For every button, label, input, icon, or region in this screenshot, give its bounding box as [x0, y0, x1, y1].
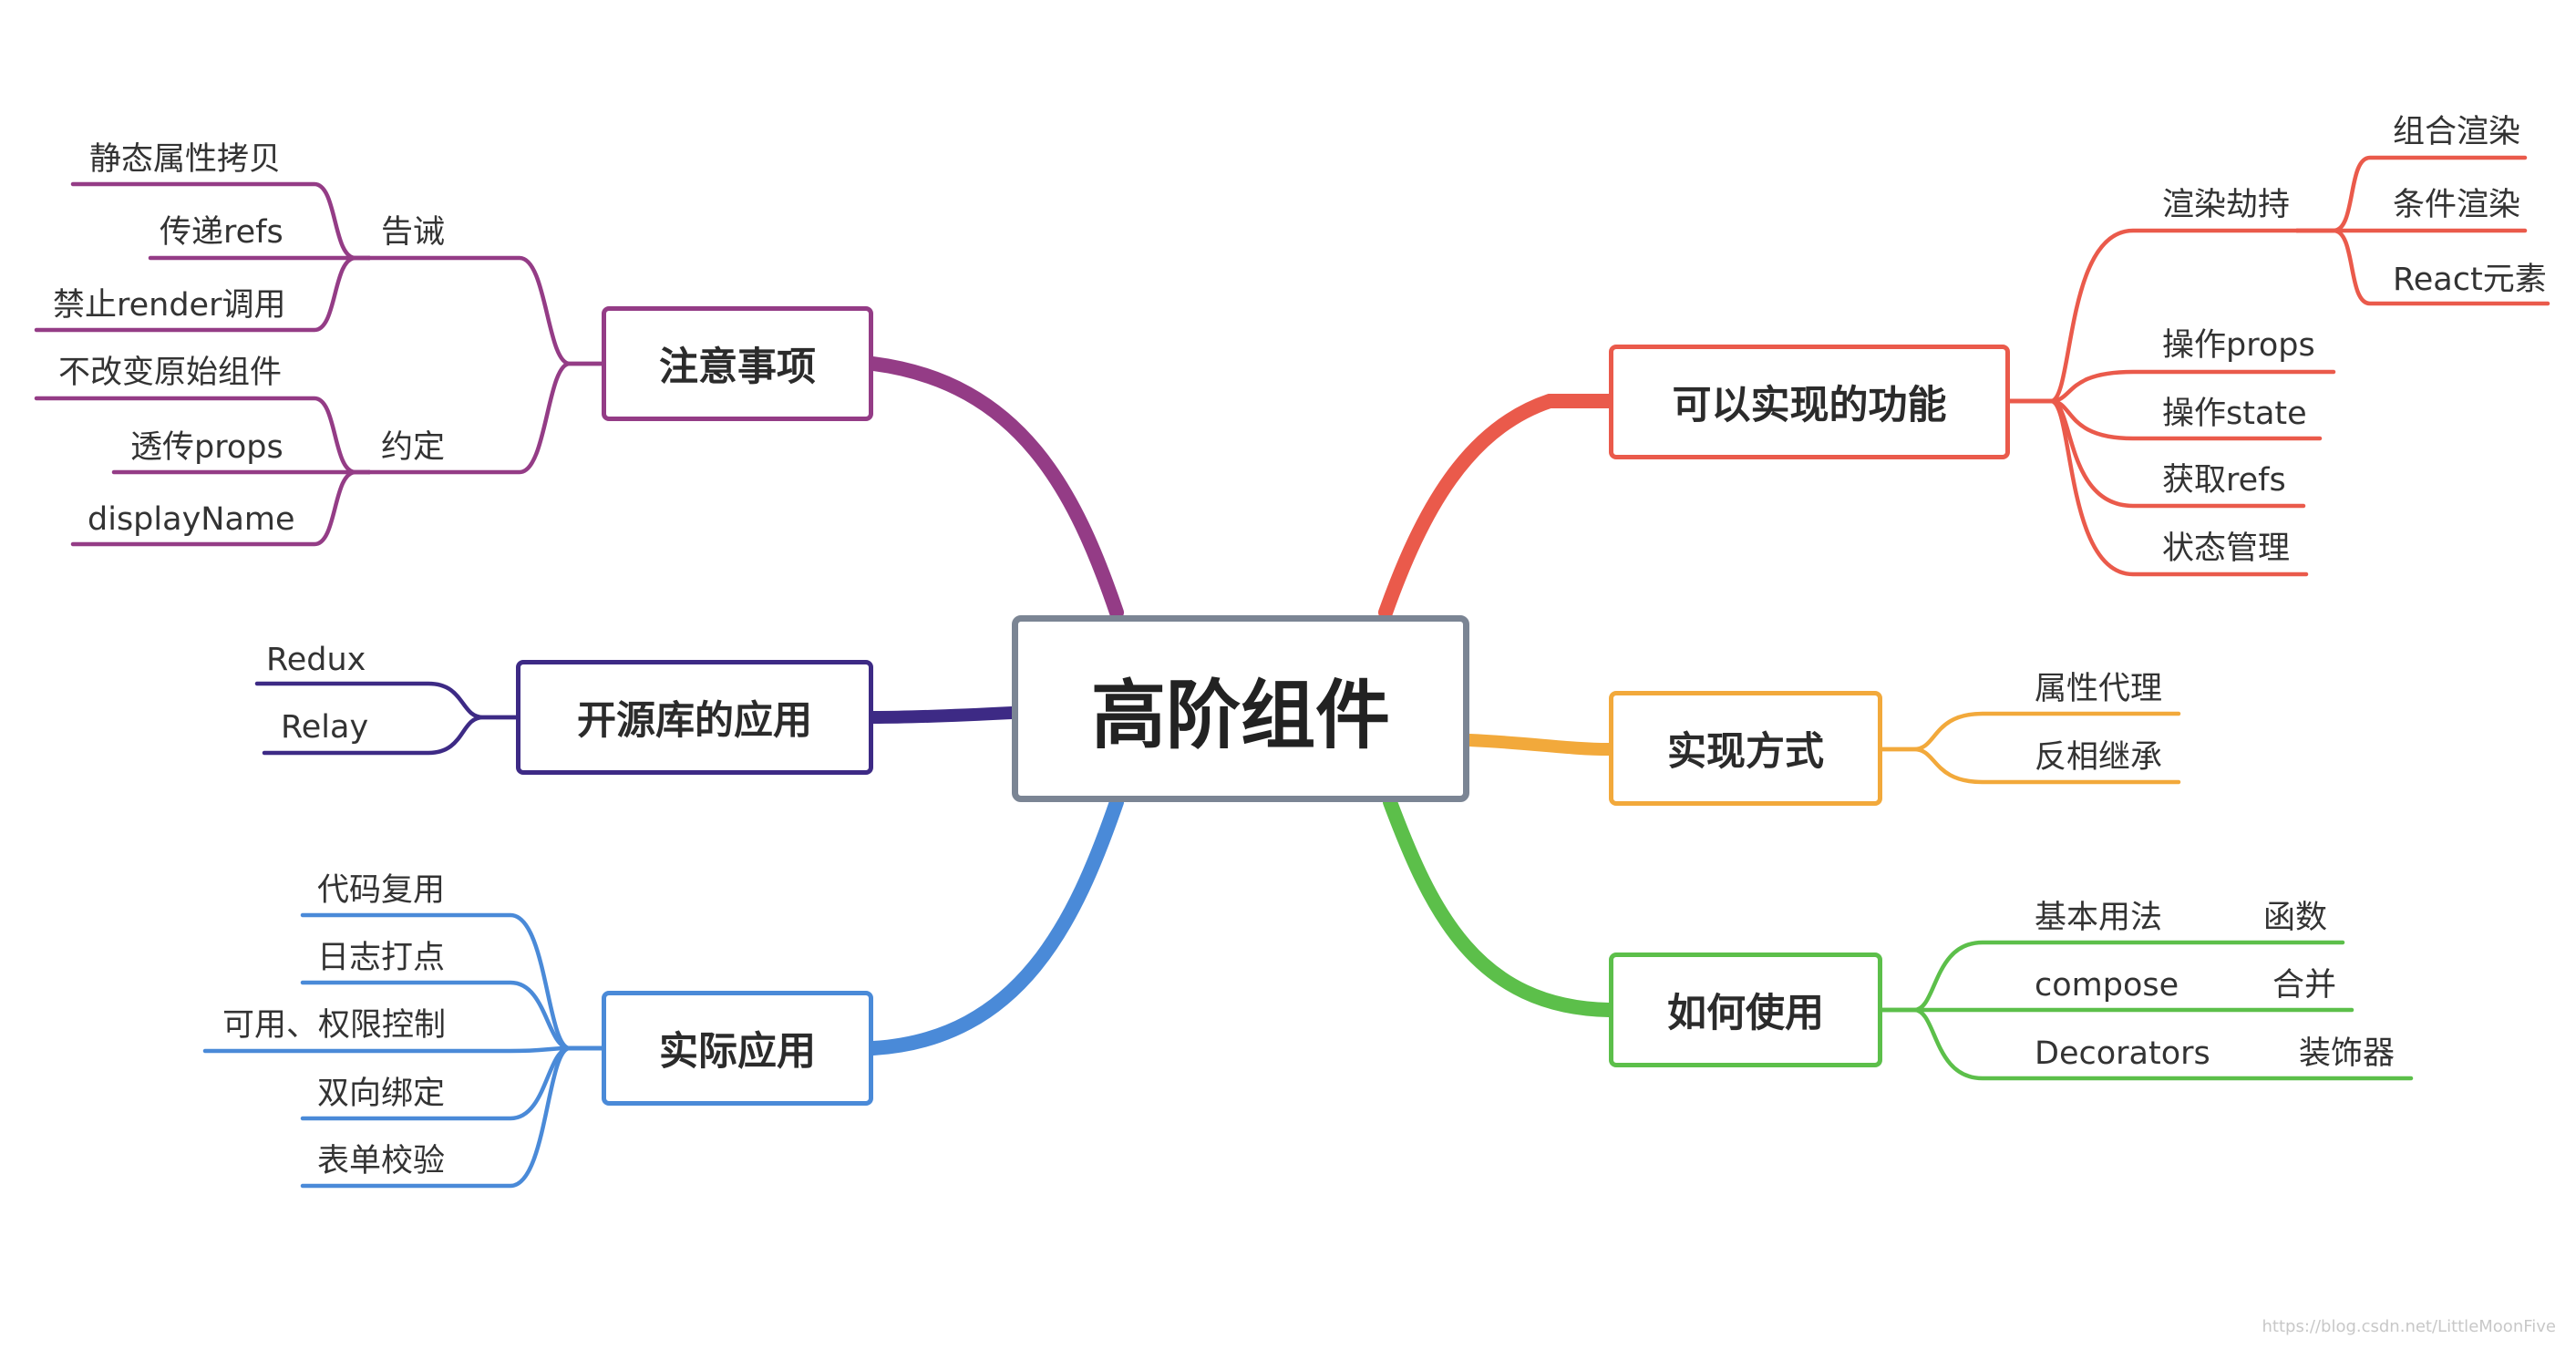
leaf-manipulate-props[interactable]: 操作props	[2162, 327, 2315, 364]
features-link-4	[2007, 398, 2309, 577]
leaf-no-mutate[interactable]: 不改变原始组件	[58, 355, 283, 391]
conventions-link-2	[70, 469, 372, 547]
leaf-logging[interactable]: 日志打点	[317, 940, 446, 976]
topic-implementation[interactable]: 实现方式	[1609, 691, 1882, 806]
root-node[interactable]: 高阶组件	[1012, 615, 1469, 802]
leaf-no-render-call[interactable]: 禁止render调用	[53, 287, 286, 324]
leaf-function[interactable]: 函数	[2263, 900, 2328, 936]
cautions-link-1	[366, 361, 604, 475]
leaf-merge[interactable]: 合并	[2272, 967, 2337, 1004]
trunk-libraries	[867, 706, 1018, 724]
trunk-implementation	[1463, 734, 1615, 756]
trunk-practical	[866, 795, 1124, 1056]
leaf-code-reuse[interactable]: 代码复用	[317, 872, 446, 909]
leaf-combined-render[interactable]: 组合渲染	[2393, 114, 2521, 150]
trunk-usage	[1383, 795, 1616, 1017]
features-link-0	[2007, 228, 2300, 404]
leaf-compose[interactable]: compose	[2035, 967, 2179, 1004]
topic-cautions[interactable]: 注意事项	[602, 306, 873, 421]
cautions-link-0	[366, 255, 604, 366]
leaf-two-way-binding[interactable]: 双向绑定	[317, 1076, 446, 1112]
topic-usage[interactable]: 如何使用	[1609, 953, 1882, 1067]
leaf-conditional-render[interactable]: 条件渲染	[2393, 187, 2521, 223]
topic-libraries[interactable]: 开源库的应用	[516, 660, 873, 775]
trunk-features	[1378, 394, 1616, 620]
leaf-state-management[interactable]: 状态管理	[2162, 530, 2291, 567]
leaf-pass-refs[interactable]: 传递refs	[160, 214, 283, 251]
libraries-link-1	[262, 715, 519, 756]
leaf-decorators[interactable]: Decorators	[2035, 1035, 2210, 1072]
usage-link-2	[1880, 1007, 2414, 1081]
leaf-props-proxy[interactable]: 属性代理	[2035, 671, 2163, 707]
practical-link-4	[300, 1045, 604, 1189]
subtopic-conventions[interactable]: 约定	[381, 429, 446, 466]
leaf-inheritance-inversion[interactable]: 反相继承	[2035, 739, 2163, 776]
leaf-react-element[interactable]: React元素	[2393, 262, 2547, 298]
leaf-form-validation[interactable]: 表单校验	[317, 1143, 446, 1179]
implementation-link-1	[1880, 747, 2181, 785]
leaf-relay[interactable]: Relay	[281, 709, 369, 746]
leaf-get-refs[interactable]: 获取refs	[2162, 462, 2286, 499]
leaf-permission[interactable]: 可用、权限控制	[222, 1007, 447, 1044]
watermark: https://blog.csdn.net/LittleMoonFive	[2262, 1317, 2557, 1336]
practical-link-2	[202, 1045, 604, 1054]
leaf-decorator-cn[interactable]: 装饰器	[2299, 1035, 2396, 1072]
trunk-cautions	[866, 356, 1124, 620]
leaf-manipulate-state[interactable]: 操作state	[2162, 396, 2307, 432]
leaf-copy-static[interactable]: 静态属性拷贝	[89, 141, 282, 178]
leaf-display-name[interactable]: displayName	[88, 501, 295, 538]
subtopic-render-hijack[interactable]: 渲染劫持	[2162, 187, 2291, 223]
render-hijack-link-2	[2294, 228, 2550, 306]
subtopic-warnings[interactable]: 告诫	[381, 214, 446, 251]
warnings-link-2	[34, 255, 372, 333]
leaf-redux[interactable]: Redux	[266, 642, 366, 678]
topic-practical[interactable]: 实际应用	[602, 991, 873, 1106]
topic-features[interactable]: 可以实现的功能	[1609, 345, 2010, 459]
leaf-pass-props[interactable]: 透传props	[130, 429, 283, 466]
leaf-basic-usage[interactable]: 基本用法	[2035, 900, 2163, 936]
